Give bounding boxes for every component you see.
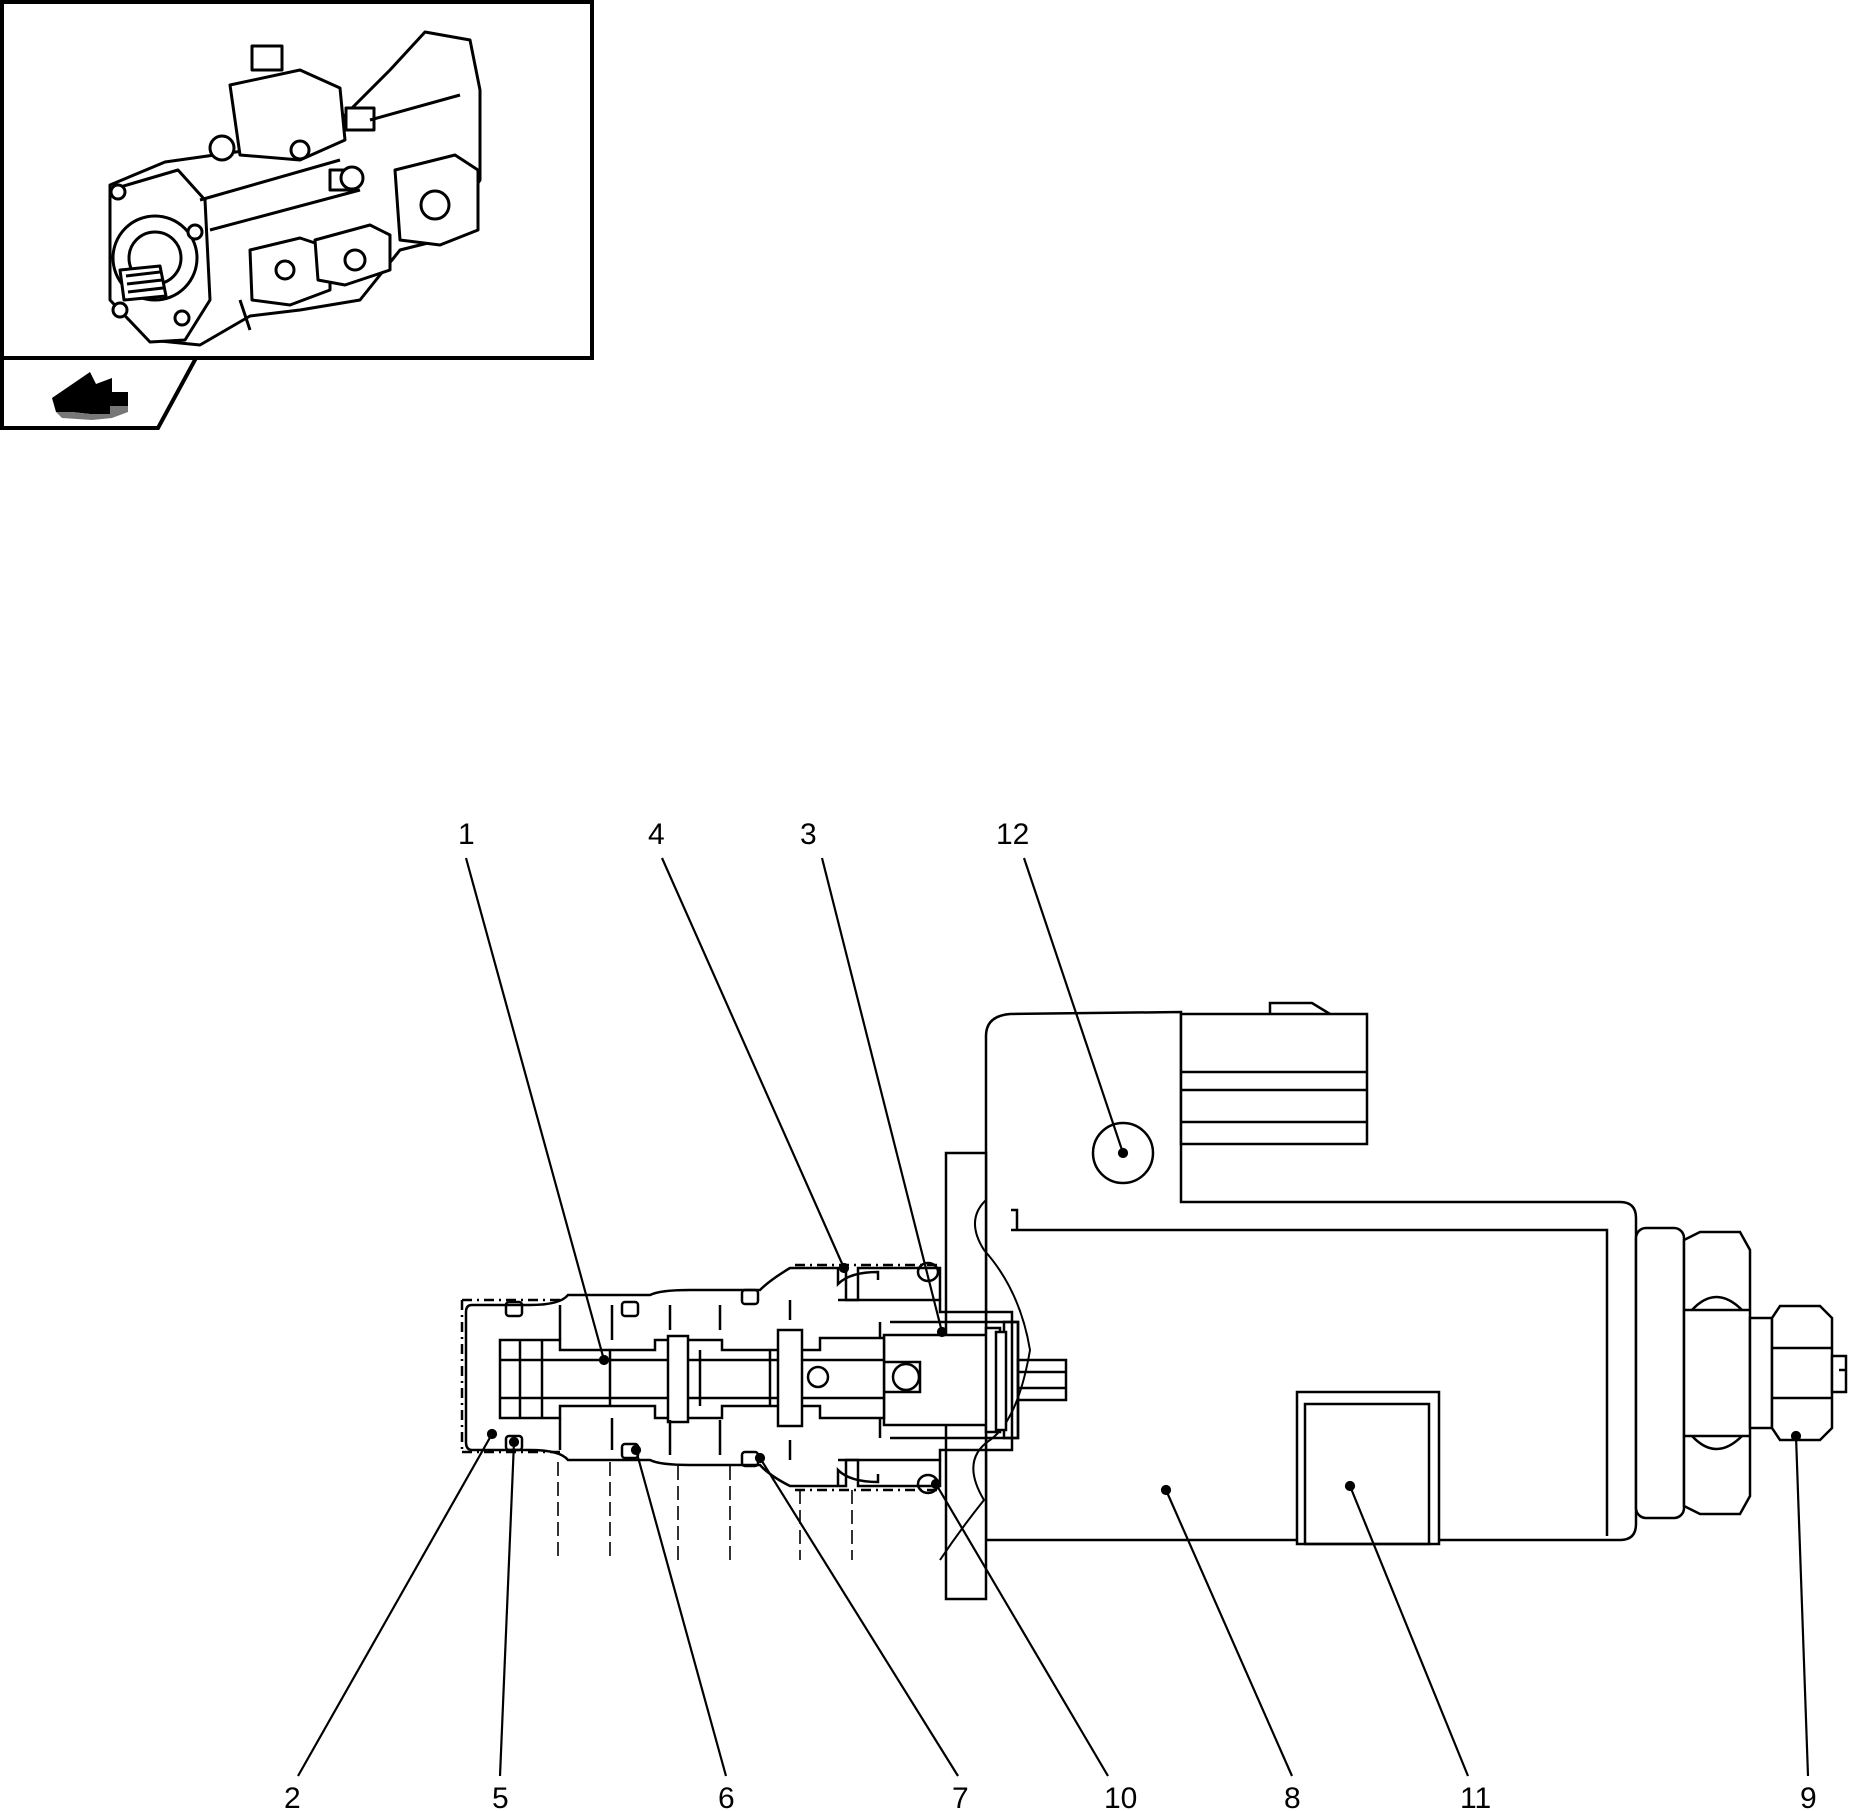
o-ring <box>740 1288 760 1306</box>
leader-9-dot <box>1790 1430 1802 1442</box>
leader-10-dot <box>930 1478 942 1490</box>
connector-housing <box>1179 1012 1369 1146</box>
callout-5: 5 <box>492 1782 509 1811</box>
leader-3 <box>820 857 944 1333</box>
leader-lines <box>297 857 1810 1777</box>
callout-9: 9 <box>1800 1782 1817 1811</box>
leader-8-dot <box>1160 1484 1172 1496</box>
vent-plug-circle <box>1091 1121 1155 1185</box>
pump-assembly-illustration <box>108 30 482 347</box>
leader-12-dot <box>1117 1147 1129 1159</box>
callout-7: 7 <box>952 1782 969 1811</box>
leader-2-dot <box>486 1428 498 1440</box>
leader-5 <box>498 1441 516 1777</box>
callout-4: 4 <box>648 818 665 851</box>
leader-7-dot <box>754 1452 766 1464</box>
leader-1-dot <box>598 1354 610 1366</box>
leader-6-dot <box>630 1444 642 1456</box>
leader-3-dot <box>936 1326 948 1338</box>
valve-section-drawing <box>460 1001 1848 1601</box>
callout-2: 2 <box>284 1782 301 1811</box>
leader-4-dot <box>838 1262 850 1274</box>
leader-8 <box>1164 1489 1294 1777</box>
callout-3: 3 <box>800 818 817 851</box>
callout-12: 12 <box>996 818 1029 851</box>
large-hex-nut <box>1682 1230 1752 1516</box>
leader-11-dot <box>1344 1480 1356 1492</box>
end-fitting-nut <box>1770 1304 1834 1442</box>
leader-12 <box>1022 857 1125 1154</box>
leader-7 <box>759 1457 959 1777</box>
leader-4 <box>660 857 846 1269</box>
leader-1 <box>464 857 606 1361</box>
callout-8: 8 <box>1284 1782 1301 1811</box>
leader-11 <box>1348 1485 1470 1777</box>
o-ring <box>620 1300 640 1318</box>
leader-10 <box>935 1483 1109 1777</box>
spool <box>498 1336 886 1420</box>
callout-11: 11 <box>1460 1782 1491 1811</box>
callout-1: 1 <box>458 818 475 851</box>
nameplate-frame <box>1295 1390 1441 1546</box>
solenoid-body <box>984 1010 1638 1542</box>
callout-labels: 1 4 3 12 2 5 6 7 10 8 11 9 <box>284 818 1817 1811</box>
back-arrow-icon[interactable] <box>52 372 128 420</box>
leader-5-dot <box>508 1436 520 1448</box>
callout-10: 10 <box>1104 1782 1137 1811</box>
callout-6: 6 <box>718 1782 735 1811</box>
leader-9 <box>1794 1435 1810 1777</box>
o-ring <box>504 1300 524 1318</box>
leader-6 <box>634 1449 728 1777</box>
leader-2 <box>297 1433 493 1777</box>
